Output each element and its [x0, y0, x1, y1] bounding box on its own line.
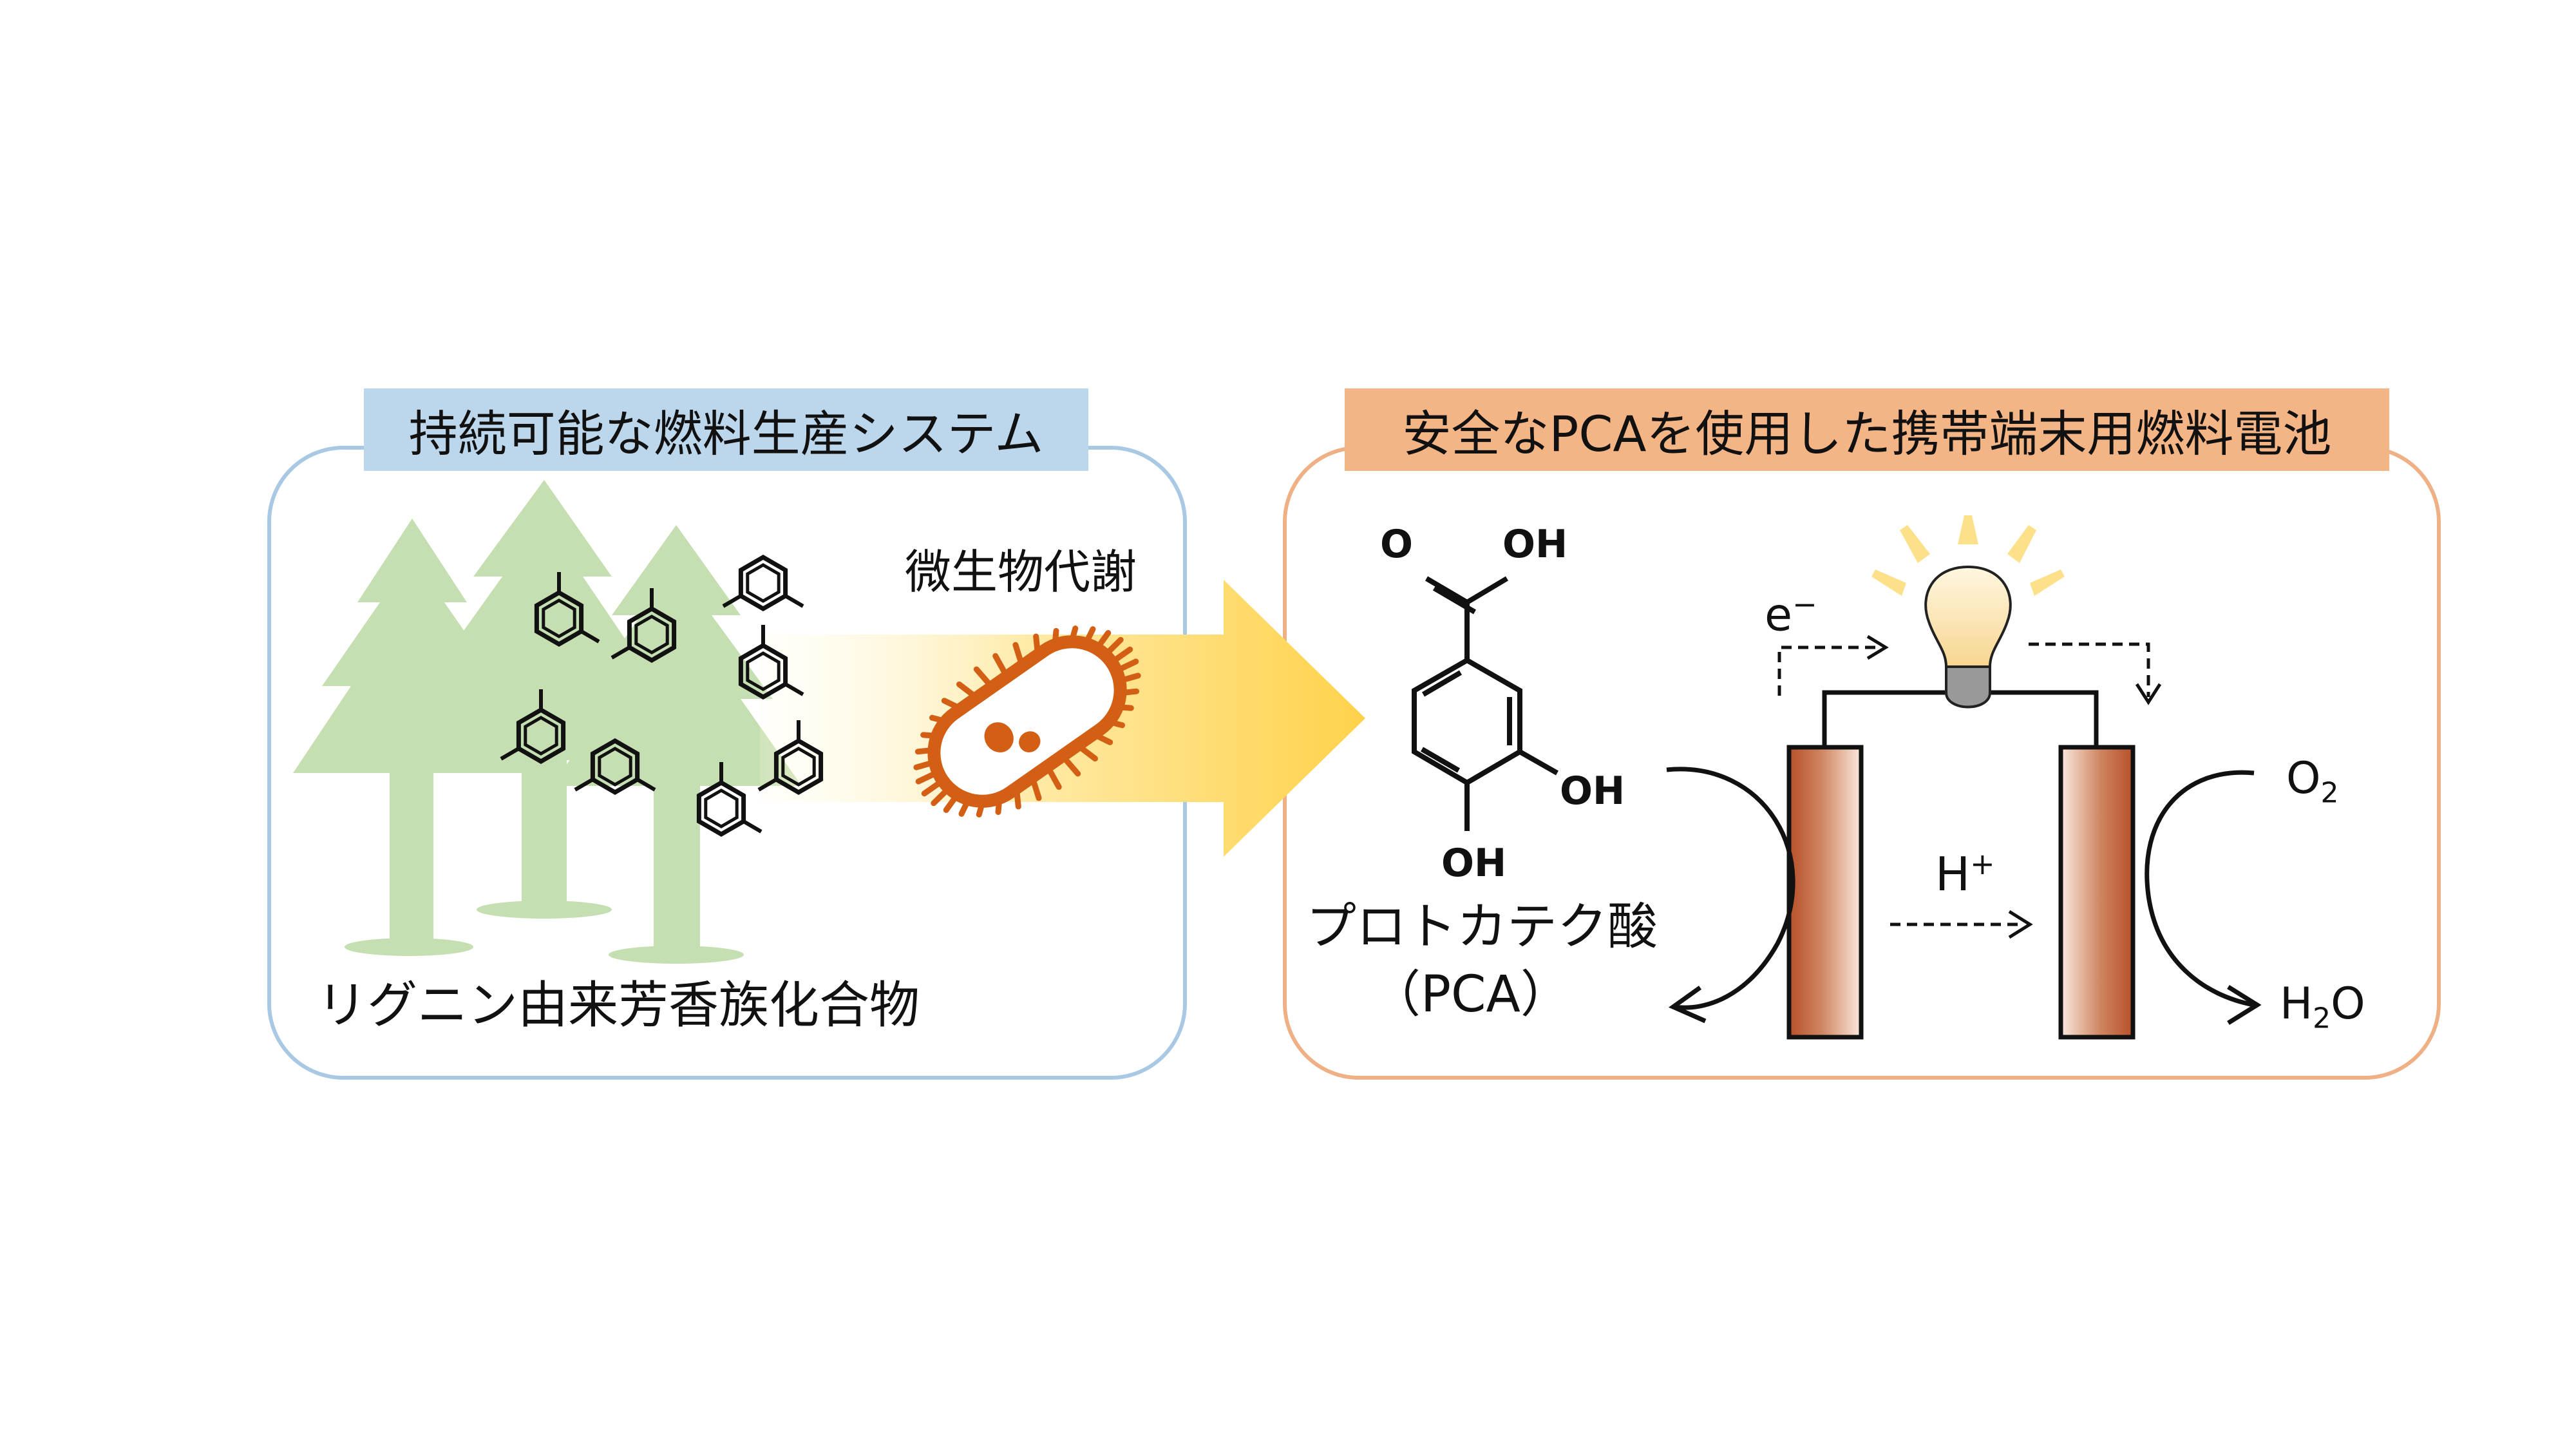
pca-structure: [1412, 576, 1558, 831]
methyl-bond: [611, 645, 630, 660]
anode-reaction-arrow: [1666, 767, 1795, 1010]
methyl-bond: [722, 594, 742, 608]
pca-name: プロトカテク酸: [1306, 898, 1658, 956]
left-panel-title: 持続可能な燃料生産システム: [364, 388, 1088, 471]
atom-carbonyl-o: O: [1380, 522, 1414, 567]
aromatic-compounds: [500, 557, 821, 834]
benzene-ring-icon: [741, 557, 785, 609]
methyl-bond: [636, 778, 656, 792]
wire-left: [1822, 690, 1951, 747]
right-panel-title: 安全なPCAを使用した携帯端末用燃料電池: [1345, 388, 2389, 471]
proton-label: H+: [1935, 846, 1995, 901]
methyl-bond: [743, 819, 762, 834]
water-label: H2O: [2280, 979, 2365, 1035]
methyl-bond: [500, 747, 520, 761]
atom-carboxyl-oh: OH: [1502, 522, 1568, 567]
benzene-ring-icon: [699, 783, 743, 834]
atom-meta-oh: OH: [1560, 769, 1625, 814]
methyl-bond: [580, 629, 600, 644]
methyl-bond: [757, 778, 777, 792]
oxygen-label: O2: [2286, 753, 2339, 810]
methyl-bond: [574, 778, 594, 792]
lignin-caption: リグニン由来芳香族化合物: [317, 977, 920, 1035]
methyl-bond: [784, 594, 804, 608]
wire-right: [1984, 690, 2099, 747]
metabolism-label: 微生物代謝: [905, 545, 1137, 599]
pca-abbrev: （PCA）: [1370, 966, 1571, 1024]
tree-icon: [551, 525, 802, 964]
microbe-icon: [913, 626, 1141, 817]
atom-para-oh: OH: [1441, 841, 1507, 886]
light-bulb-icon: [1871, 515, 2065, 709]
cathode-reaction-arrow: [2145, 770, 2255, 1008]
electron-label: e−: [1765, 587, 1817, 642]
electron-flow-arrows: [1777, 642, 2150, 926]
methyl-bond: [784, 682, 804, 696]
anode: [1786, 745, 1864, 1040]
cathode: [2058, 745, 2136, 1040]
